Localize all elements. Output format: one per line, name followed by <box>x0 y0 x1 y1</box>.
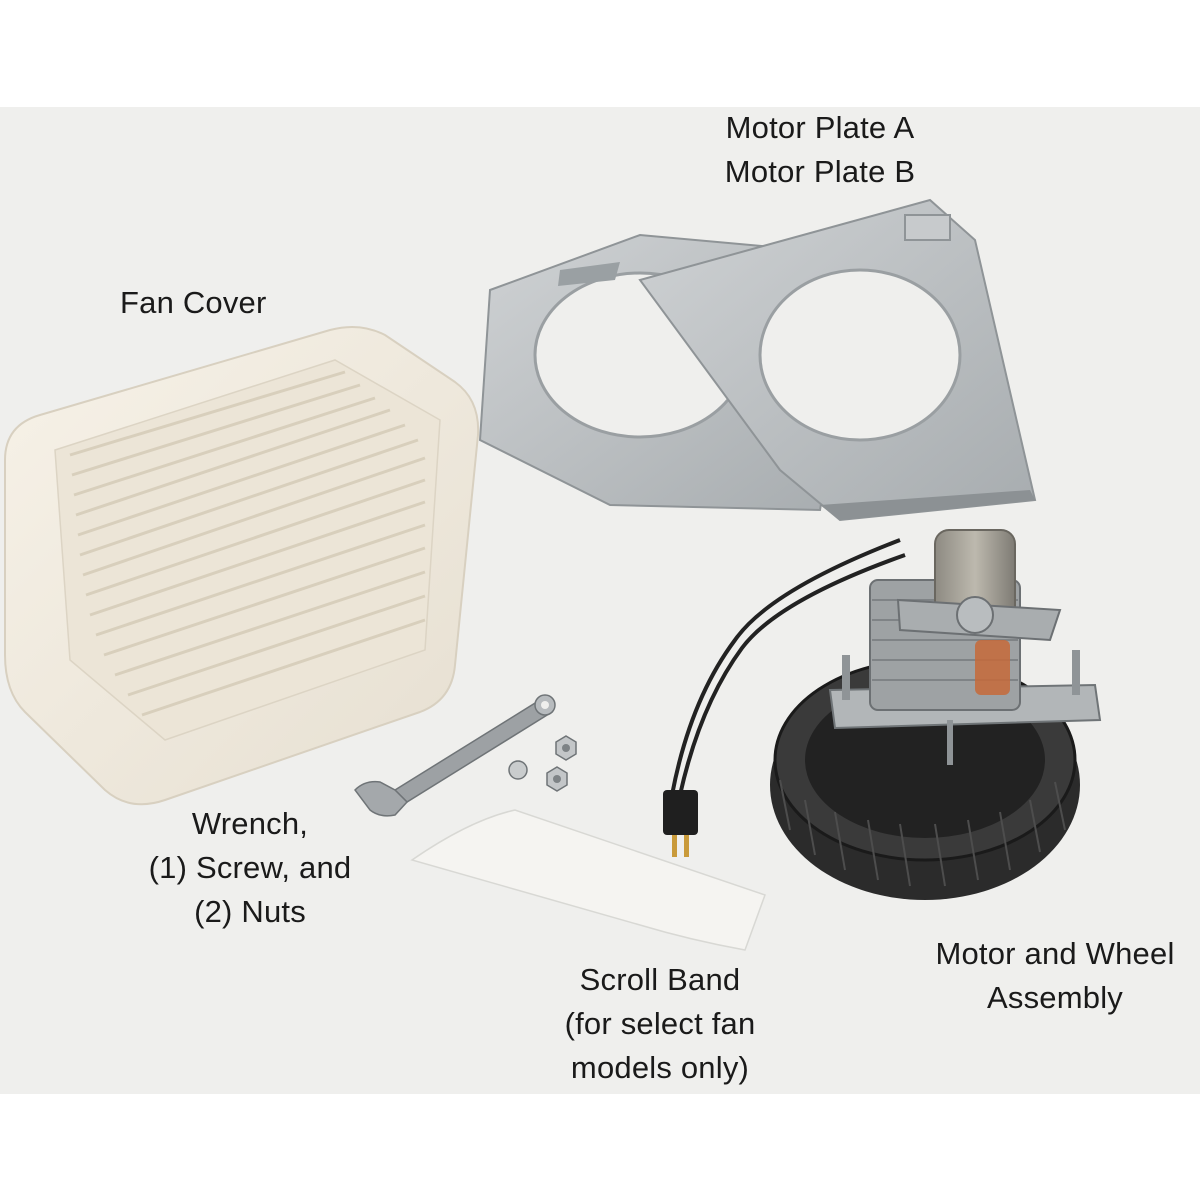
motor-plate-b-label: Motor Plate B <box>724 154 916 189</box>
motor-wheel-label: Motor and Wheel Assembly <box>910 932 1200 1020</box>
motor-plate-a-label: Motor Plate A <box>725 110 915 145</box>
scroll-band-line-2: (for select fan <box>564 1006 756 1041</box>
motor-plate-label: Motor Plate A Motor Plate B <box>650 106 990 194</box>
motor-wheel-assembly <box>663 529 1102 900</box>
wrench-line-2: (1) Screw, and <box>148 850 352 885</box>
wrench <box>354 694 556 817</box>
fan-cover <box>4 325 480 806</box>
scroll-band-line-1: Scroll Band <box>579 962 741 997</box>
screw <box>508 760 528 780</box>
nut-2 <box>546 766 568 792</box>
scroll-band <box>410 809 766 951</box>
wrench-label: Wrench, (1) Screw, and (2) Nuts <box>110 802 390 934</box>
fan-cover-label: Fan Cover <box>120 285 267 320</box>
scroll-band-label: Scroll Band (for select fan models only) <box>510 958 810 1090</box>
motor-wheel-line-2: Assembly <box>987 980 1123 1015</box>
wrench-line-1: Wrench, <box>191 806 309 841</box>
nut-1 <box>555 735 577 761</box>
motor-plate-b <box>638 198 1037 522</box>
wrench-line-3: (2) Nuts <box>194 894 306 929</box>
motor-wheel-line-1: Motor and Wheel <box>935 936 1175 971</box>
scroll-band-line-3: models only) <box>570 1050 750 1085</box>
